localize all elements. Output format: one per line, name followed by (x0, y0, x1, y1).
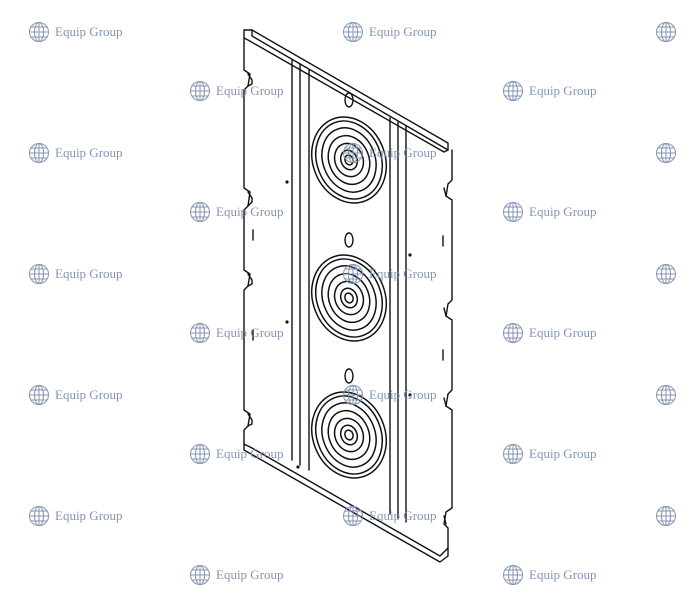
globe-logo-icon (29, 506, 49, 526)
watermark-text: Equip Group (216, 325, 284, 340)
watermark-text: Equip Group (369, 508, 437, 523)
globe-logo-icon (503, 81, 523, 101)
globe-logo-icon (503, 444, 523, 464)
watermark (655, 383, 677, 407)
watermark: Equip Group (342, 504, 437, 528)
watermark-text: Equip Group (369, 145, 437, 160)
watermark-text: Equip Group (55, 24, 123, 39)
watermark: Equip Group (189, 321, 284, 345)
globe-logo-icon (29, 143, 49, 163)
watermark: Equip Group (28, 262, 123, 286)
globe-logo-icon (343, 264, 363, 284)
watermark: Equip Group (189, 563, 284, 587)
globe-logo-icon (343, 143, 363, 163)
watermark: Equip Group (189, 442, 284, 466)
globe-logo-icon (343, 506, 363, 526)
watermark: Equip Group (342, 20, 437, 44)
watermark-text: Equip Group (529, 83, 597, 98)
watermark-text: Equip Group (216, 446, 284, 461)
watermark-text: Equip Group (55, 266, 123, 281)
watermark: Equip Group (342, 141, 437, 165)
watermark: Equip Group (502, 200, 597, 224)
globe-logo-icon (656, 264, 676, 284)
watermark-text: Equip Group (529, 446, 597, 461)
globe-logo-icon (190, 565, 210, 585)
watermark (655, 262, 677, 286)
watermark-text: Equip Group (369, 24, 437, 39)
watermark: Equip Group (189, 79, 284, 103)
watermark-text: Equip Group (216, 567, 284, 582)
watermark (655, 20, 677, 44)
watermark: Equip Group (28, 20, 123, 44)
watermark-text: Equip Group (529, 325, 597, 340)
watermark (655, 141, 677, 165)
watermark (655, 504, 677, 528)
watermark: Equip Group (189, 200, 284, 224)
globe-logo-icon (656, 143, 676, 163)
watermark: Equip Group (342, 383, 437, 407)
globe-logo-icon (656, 385, 676, 405)
globe-logo-icon (656, 506, 676, 526)
watermark-text: Equip Group (369, 387, 437, 402)
watermark-text: Equip Group (55, 145, 123, 160)
globe-logo-icon (503, 565, 523, 585)
watermark: Equip Group (28, 141, 123, 165)
globe-logo-icon (29, 385, 49, 405)
watermark-text: Equip Group (369, 266, 437, 281)
watermark: Equip Group (342, 262, 437, 286)
globe-logo-icon (29, 22, 49, 42)
globe-logo-icon (503, 202, 523, 222)
watermark-text: Equip Group (216, 204, 284, 219)
globe-logo-icon (190, 81, 210, 101)
watermark-text: Equip Group (216, 83, 284, 98)
watermark: Equip Group (502, 321, 597, 345)
globe-logo-icon (190, 323, 210, 343)
watermark: Equip Group (502, 563, 597, 587)
globe-logo-icon (343, 385, 363, 405)
watermark-text: Equip Group (55, 387, 123, 402)
watermark-text: Equip Group (529, 567, 597, 582)
globe-logo-icon (503, 323, 523, 343)
globe-logo-icon (190, 202, 210, 222)
globe-logo-icon (29, 264, 49, 284)
watermark: Equip Group (502, 79, 597, 103)
globe-logo-icon (656, 22, 676, 42)
watermark-text: Equip Group (529, 204, 597, 219)
watermark: Equip Group (28, 383, 123, 407)
globe-logo-icon (343, 22, 363, 42)
watermark: Equip Group (28, 504, 123, 528)
watermark-text: Equip Group (55, 508, 123, 523)
watermark: Equip Group (502, 442, 597, 466)
globe-logo-icon (190, 444, 210, 464)
